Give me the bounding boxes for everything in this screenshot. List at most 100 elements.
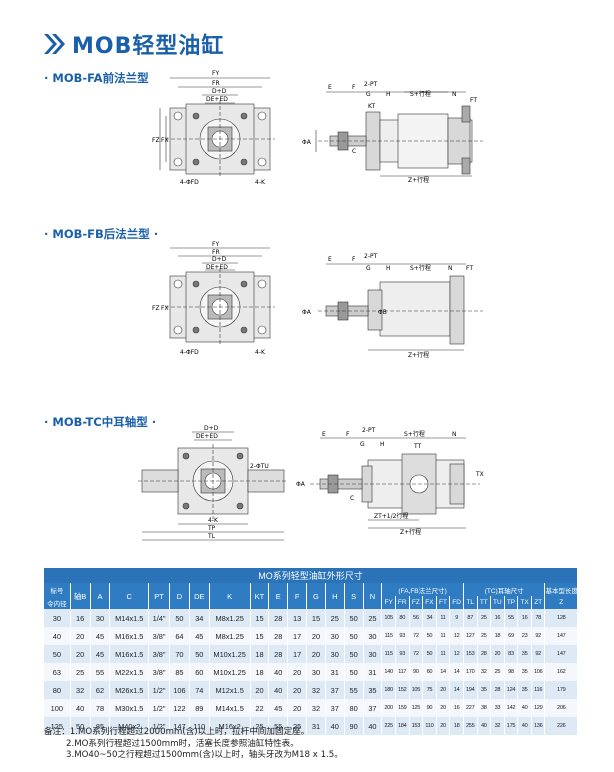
- table-cell: 20: [306, 645, 326, 663]
- table-cell: 175: [504, 717, 519, 735]
- table-cell: 179: [544, 681, 578, 699]
- table-cell: 12: [449, 645, 464, 663]
- table-cell: 90: [344, 717, 364, 735]
- label-g: G: [366, 265, 371, 272]
- table-cell: 31: [363, 663, 383, 681]
- section-title-fa: · MOB-FA前法兰型: [44, 71, 149, 85]
- notes-prefix: 备注：: [44, 727, 70, 737]
- label-pt: 2-PT: [362, 427, 376, 434]
- table-cell: 147: [169, 717, 190, 735]
- section-title-tc: · MOB-TC中耳轴型 ·: [44, 415, 157, 429]
- table-cell: 90: [409, 663, 424, 681]
- table-cell: 225: [381, 717, 396, 735]
- label-n: N: [452, 91, 457, 98]
- table-cell: 200: [381, 699, 396, 717]
- table-cell: 32: [490, 717, 505, 735]
- col-header: DE: [189, 583, 210, 609]
- fa-side-view: E F G H 2-PT KT S+行程 N FT ΦA C Z+行程: [302, 81, 483, 183]
- table-cell: 55: [90, 663, 111, 681]
- label-g: G: [360, 441, 365, 448]
- table-cell: M10x1.25: [209, 663, 251, 681]
- table-cell: 1/2": [148, 681, 170, 699]
- label-e: E: [328, 84, 332, 91]
- table-cell: 23: [517, 627, 532, 645]
- table-cell: 15: [250, 627, 270, 645]
- fa-col-header: FX: [422, 596, 437, 609]
- table-cell: 40: [268, 681, 289, 699]
- table-cell: 37: [363, 699, 383, 717]
- label-k: 4-K: [255, 349, 266, 356]
- table-cell: 180: [381, 681, 396, 699]
- table-cell: 20: [306, 627, 326, 645]
- table-cell: 110: [189, 717, 210, 735]
- table-cell: M14x1.5: [109, 609, 150, 627]
- table-cell: M26x1.5: [109, 681, 150, 699]
- table-cell: 128: [544, 609, 578, 627]
- table-cell: 22: [250, 699, 270, 717]
- group-z-header: 基本型长度: [544, 583, 578, 596]
- table-cell: 184: [395, 717, 410, 735]
- table-cell: 35: [517, 645, 532, 663]
- table-cell: 30: [325, 627, 345, 645]
- label-fr: FR: [212, 80, 220, 87]
- label-fy: FY: [212, 70, 219, 77]
- fa-col-header: FR: [395, 596, 410, 609]
- label-pt: 2-PT: [364, 253, 378, 260]
- table-cell: 62: [90, 681, 111, 699]
- tc-col-header: TX: [517, 596, 532, 609]
- table-cell: 105: [381, 609, 396, 627]
- table-cell: 93: [395, 645, 410, 663]
- tc-side-view: E F G H 2-PT S+行程 TT N ΦA C TX ZT+1/2行程 …: [296, 427, 484, 536]
- label-k: 4-K: [255, 179, 266, 186]
- table-cell: 206: [544, 699, 578, 717]
- table-cell: 93: [395, 627, 410, 645]
- col-header: A: [90, 583, 111, 609]
- table-cell: 45: [90, 645, 111, 663]
- label-c: C: [352, 148, 356, 155]
- table-cell: 32: [70, 681, 91, 699]
- table-cell: 78: [531, 609, 546, 627]
- table-cell: 3/8": [148, 645, 170, 663]
- table-cell: 152: [395, 681, 410, 699]
- table-cell: 255: [463, 717, 478, 735]
- table-cell: 127: [463, 627, 478, 645]
- table-cell: 25: [490, 663, 505, 681]
- table-cell: 28: [268, 627, 289, 645]
- table-cell: 18: [250, 663, 270, 681]
- table-cell: 37: [325, 681, 345, 699]
- label-h: H: [386, 91, 391, 98]
- table-cell: 35: [517, 681, 532, 699]
- table-cell: 50: [344, 663, 364, 681]
- table-cell: 194: [463, 681, 478, 699]
- label-g: G: [366, 91, 371, 98]
- col-header: K: [209, 583, 251, 609]
- label-tx: TX: [475, 471, 484, 478]
- table-cell: 32: [477, 663, 492, 681]
- table-cell: M10x1.25: [209, 645, 251, 663]
- table-cell: M12x1.5: [209, 681, 251, 699]
- table-cell: M40x2: [109, 717, 150, 735]
- table-cell: 20: [287, 699, 308, 717]
- table-cell: 20: [250, 681, 270, 699]
- table-cell: 40: [517, 699, 532, 717]
- table-cell: 40: [517, 717, 532, 735]
- table-cell: 30: [363, 645, 383, 663]
- table-cell: M8x1.25: [209, 609, 251, 627]
- table-cell: 125: [409, 699, 424, 717]
- table-cell: 105: [409, 681, 424, 699]
- label-z: Z+行程: [400, 528, 421, 536]
- table-cell: 28: [490, 681, 505, 699]
- table-cell: 40: [268, 663, 289, 681]
- table-cell: 17: [287, 645, 308, 663]
- fa-col-header: FZ: [409, 596, 424, 609]
- table-cell: 11: [436, 609, 451, 627]
- label-a: ΦA: [296, 481, 306, 488]
- label-tt: TT: [413, 443, 422, 450]
- table-cell: 25: [287, 717, 308, 735]
- col-header: S: [344, 583, 364, 609]
- table-cell: 11: [436, 627, 451, 645]
